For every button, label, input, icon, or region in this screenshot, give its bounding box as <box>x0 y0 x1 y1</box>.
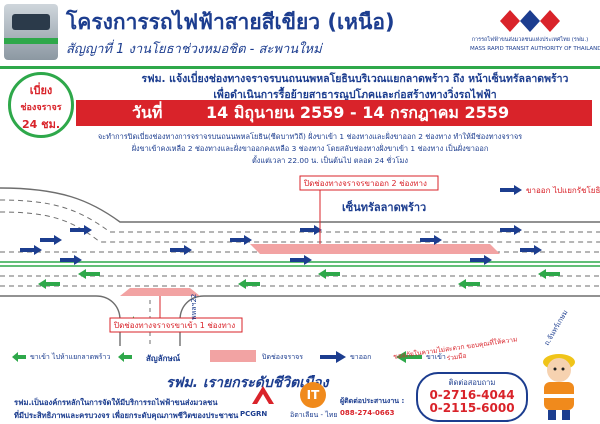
date-range: 14 มิถุนายน 2559 - 14 กรกฎาคม 2559 <box>206 103 510 122</box>
notice-line-1: รฟม. แจ้งเบี่ยงช่องทางจราจรบนถนนพหลโยธิน… <box>141 73 569 85</box>
lane-diversion-badge: เบี่ยง ช่องจราจร 24 ชม. <box>8 72 74 138</box>
description-line-2: ฝั่งขาเข้าคงเหลือ 2 ช่องทางและฝั่งขาออกค… <box>131 144 489 153</box>
legend-symbol-label: สัญลักษณ์ <box>146 354 181 363</box>
label-closed-inbound: ปิดช่องทางจราจรขาเข้า 1 ช่องทาง <box>113 321 235 330</box>
inbound-arrow-icon <box>396 351 422 363</box>
description-line-3: ตั้งแต่เวลา 22.00 น. เป็นต้นไป ตลอด 24 ช… <box>251 156 409 165</box>
landmark-label: เซ็นทรัลลาดพร้าว <box>342 200 426 214</box>
road-edge-top <box>0 187 600 223</box>
project-title: โครงการรถไฟฟ้าสายสีเขียว (เหนือ) <box>66 10 395 34</box>
project-subtitle: สัญญาที่ 1 งานโยธาช่วงหมอชิต - สะพานใหม่ <box>66 42 322 57</box>
pcgrn-label: PCGRN <box>240 410 268 418</box>
date-label: วันที่ <box>132 103 163 122</box>
label-outbound-to: ขาออก ไปแยกรัชโยธิน <box>526 185 600 195</box>
label-closed-outbound: ปิดช่องทางจราจรขาออก 2 ช่องทาง <box>303 179 427 188</box>
header-banner: โครงการรถไฟฟ้าสายสีเขียว (เหนือ) สัญญาที… <box>0 0 600 69</box>
traffic-diagram: ปิดช่องทางจราจรขาออก 2 ช่องทาง ปิดช่องทา… <box>0 175 600 346</box>
footer-line-2: ที่มีประสิทธิภาพและครบวงจร เพื่อยกระดับค… <box>14 411 239 420</box>
legend-closed-swatch <box>210 350 256 362</box>
inbound-arrow-icon <box>12 352 26 362</box>
mrta-diamond-icon <box>500 10 560 32</box>
mrta-logo: การรถไฟฟ้าขนส่งมวลชนแห่งประเทศไทย (รฟม.)… <box>470 6 600 60</box>
date-band: วันที่ 14 มิถุนายน 2559 - 14 กรกฎาคม 255… <box>76 100 592 126</box>
contact-heading: ติดต่อสอบถาม <box>448 378 496 387</box>
footer-line-1: รฟม.เป็นองค์กรหลักในการจัดให้มีบริการรถไ… <box>14 398 218 407</box>
notice-line-2: เพื่อดำเนินการรื้อย้ายสาธารณูปโภคและก่อส… <box>213 89 497 101</box>
legend-inbound-label: ขาเข้า <box>426 353 446 361</box>
contact-phone-2: 0-2115-6000 <box>429 401 515 415</box>
legend-outbound-label: ขาออก <box>350 353 372 361</box>
outbound-arrows <box>20 225 542 265</box>
landmark-bg <box>340 200 440 214</box>
legend-closed-label: ปิดช่องจราจร <box>262 353 304 361</box>
pcgrn-logo-icon <box>252 386 274 404</box>
org-name-th: การรถไฟฟ้าขนส่งมวลชนแห่งประเทศไทย (รฟม.) <box>471 37 589 43</box>
label-box-inbound <box>109 317 243 333</box>
direction-arrow-icon <box>500 185 522 195</box>
org-name-en: MASS RAPID TRANSIT AUTHORITY OF THAILAND… <box>470 46 600 52</box>
closed-zone-outbound <box>250 244 500 254</box>
train-icon <box>4 4 58 60</box>
italian-thai-logo: IT <box>300 382 326 408</box>
label-box-outbound <box>299 175 439 191</box>
closed-zone-inbound <box>120 288 200 296</box>
inbound-arrow-icon <box>118 352 132 362</box>
italian-thai-label: อิตาเลียน - ไทย <box>290 411 338 419</box>
contact-box: ติดต่อสอบถาม 0-2716-4044 0-2115-6000 <box>416 372 528 422</box>
outbound-arrow-icon <box>320 351 346 363</box>
inquiry-label: ผู้ติดต่อประสานงาน : <box>340 397 405 405</box>
worker-mascot-icon <box>543 354 575 420</box>
slogan: รฟม. เรายกระดับชีวิตเมือง <box>166 375 329 391</box>
inquiry-phone: 088-274-0663 <box>340 409 395 417</box>
legend: ขาเข้า ไปห้าแยกลาดพร้าว สัญลักษณ์ ปิดช่อ… <box>10 348 590 368</box>
description-line-1: จะทำการปิดเบี่ยงช่องทางการจราจรบนถนนพหลโ… <box>97 132 523 141</box>
legend-inbound-to: ขาเข้า ไปห้าแยกลาดพร้าว <box>30 353 111 361</box>
contact-phone-1: 0-2716-4044 <box>429 388 515 402</box>
road-label-left: พหลฯ22 <box>190 294 198 320</box>
